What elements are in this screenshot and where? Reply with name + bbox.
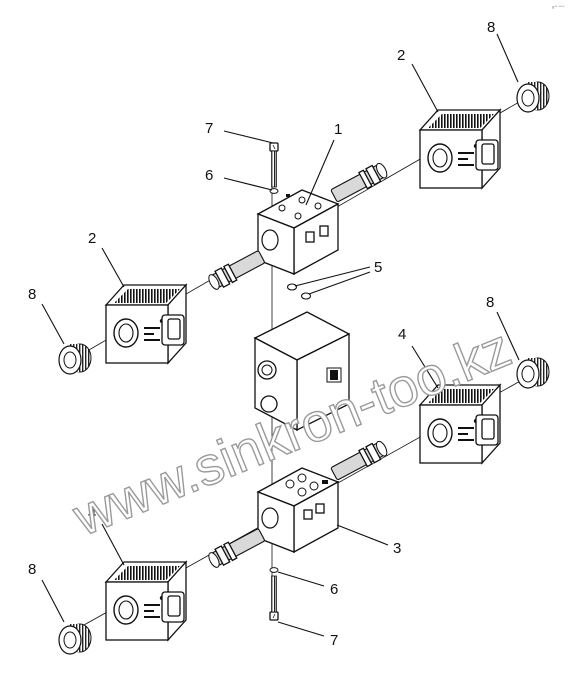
callout-2-left: 2 bbox=[88, 230, 96, 247]
coil-2-top-right bbox=[419, 109, 501, 189]
top-valve-port bbox=[261, 229, 279, 251]
coil-4-left bbox=[105, 561, 187, 641]
nut-8-top-right bbox=[516, 81, 550, 113]
bottom-valve-body bbox=[257, 467, 339, 553]
callout-3: 3 bbox=[393, 540, 401, 557]
nut-8-right-mid bbox=[516, 357, 550, 389]
callout-6-bottom: 6 bbox=[330, 581, 338, 598]
o-ring-5-b bbox=[300, 292, 312, 300]
top-left-armature-tube bbox=[205, 248, 267, 293]
bolt-7-top bbox=[269, 142, 279, 188]
top-valve-body bbox=[257, 189, 339, 275]
callout-7-top: 7 bbox=[205, 120, 213, 137]
leader-lines bbox=[41, 33, 520, 637]
callout-7-bottom: 7 bbox=[330, 632, 338, 649]
coil-2-left bbox=[105, 284, 187, 364]
callout-2-top: 2 bbox=[397, 47, 405, 64]
callout-4-left: 4 bbox=[88, 505, 96, 522]
bottom-left-armature-tube bbox=[205, 526, 267, 571]
callout-8-left-top: 8 bbox=[28, 286, 36, 303]
middle-manifold-block bbox=[253, 311, 351, 432]
callout-8-top: 8 bbox=[487, 19, 495, 36]
callout-1: 1 bbox=[334, 121, 342, 138]
nut-8-left-bottom bbox=[58, 623, 92, 655]
callout-5: 5 bbox=[374, 259, 382, 276]
washer-6-bottom bbox=[269, 567, 279, 573]
corner-code: g** **** bbox=[552, 4, 565, 9]
o-ring-5-a bbox=[286, 283, 298, 291]
bottom-valve-port bbox=[261, 507, 279, 529]
nut-8-left-top bbox=[58, 343, 92, 375]
callout-4-right: 4 bbox=[398, 326, 406, 343]
callout-6-top: 6 bbox=[205, 167, 213, 184]
bolt-7-bottom bbox=[269, 575, 279, 621]
callout-8-right-mid: 8 bbox=[486, 294, 494, 311]
callout-8-left-bottom: 8 bbox=[28, 561, 36, 578]
